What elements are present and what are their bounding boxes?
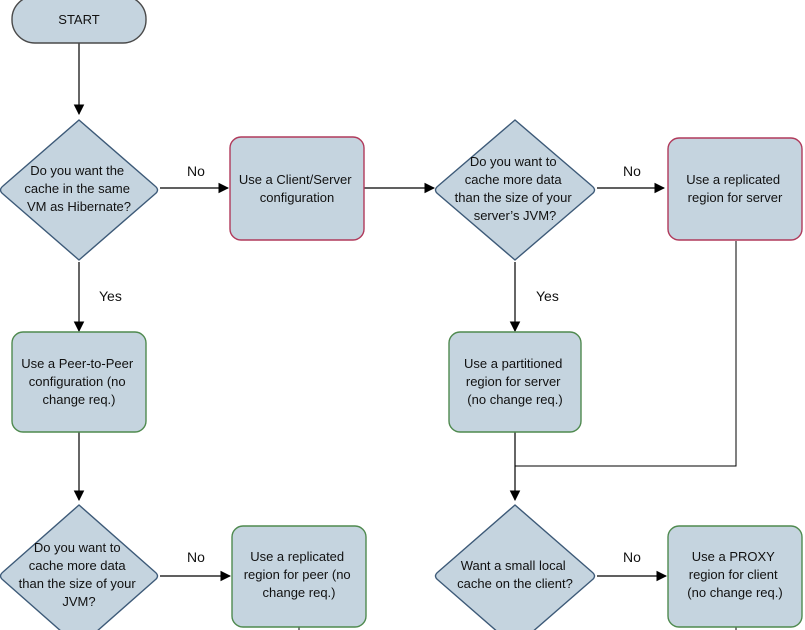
edge-label-no-1: No [187,163,205,179]
edge-label-yes-2: Yes [536,288,559,304]
svg-text:Do you want to cache mor: Do you want to cache more data than the … [19,540,140,609]
svg-text:Use a Peer-to-Peer confi: Use a Peer-to-Peer configuration (no cha… [21,356,137,407]
edge-label-no-2: No [623,163,641,179]
svg-text:Do you want the cache in: Do you want the cache in the same VM as … [24,163,133,214]
box-client-server: Use a Client/Server configuration [229,136,365,241]
decision-server-jvm-line-4: server’s JVM? [474,208,557,223]
box-replicated-server: Use a replicated region for server [667,137,803,241]
box-proxy-client-line-1: Use a PROXY [692,549,775,564]
decision-server-jvm: Do you want to cache more data than the … [434,119,596,261]
svg-text:Use a Client/Server conf: Use a Client/Server configuration [239,172,355,205]
box-peer-to-peer: Use a Peer-to-Peer configuration (no cha… [11,331,147,433]
decision-jvm-line-1: Do you want to [34,540,121,555]
box-client-server-line-2: configuration [260,190,334,205]
box-proxy-client-line-2: region for client [689,567,778,582]
decision-local-cache-line-1: Want a small local [461,558,566,573]
box-peer-to-peer-line-3: change req.) [43,392,116,407]
decision-hibernate-line-2: cache in the same [24,181,130,196]
svg-text:Want a small local cache: Want a small local cache on the client? [457,558,573,591]
box-partitioned-server-line-1: Use a partitioned [464,356,562,371]
start-label: START [58,12,99,27]
start-terminator: START [11,0,147,44]
svg-text:Use a replicated region: Use a replicated region for peer (no cha… [244,549,355,600]
decision-server-jvm-line-2: cache more data [465,172,563,187]
decision-jvm: Do you want to cache more data than the … [0,504,159,630]
decision-hibernate-line-3: VM as Hibernate? [27,199,131,214]
svg-text:Use a partitioned region: Use a partitioned region for server (no … [464,356,566,407]
box-peer-to-peer-line-1: Use a Peer-to-Peer [21,356,134,371]
decision-server-jvm-line-3: than the size of your [455,190,573,205]
box-replicated-peer-line-2: region for peer (no [244,567,351,582]
box-partitioned-server: Use a partitioned region for server (no … [448,331,582,433]
box-replicated-peer-line-1: Use a replicated [250,549,344,564]
decision-jvm-line-2: cache more data [29,558,127,573]
svg-text:Use a replicated region: Use a replicated region for server [686,172,784,205]
box-replicated-server-line-2: region for server [688,190,783,205]
box-replicated-peer-line-3: change req.) [263,585,336,600]
box-replicated-peer: Use a replicated region for peer (no cha… [231,525,367,628]
edge-label-no-3: No [187,549,205,565]
svg-text:Use a PROXY region for c: Use a PROXY region for client (no change… [687,549,782,600]
box-peer-to-peer-line-2: configuration (no [29,374,126,389]
svg-text:Do you want to cache mor: Do you want to cache more data than the … [455,154,576,223]
connector-replicated-server-to-merge [515,241,737,467]
decision-hibernate: Do you want the cache in the same VM as … [0,119,159,261]
edge-label-no-4: No [623,549,641,565]
box-proxy-client: Use a PROXY region for client (no change… [667,525,803,628]
decision-jvm-line-4: JVM? [62,594,95,609]
decision-local-cache-line-2: cache on the client? [457,576,573,591]
box-replicated-server-line-1: Use a replicated [686,172,780,187]
box-partitioned-server-line-3: (no change req.) [467,392,562,407]
connectors [73,42,737,630]
box-proxy-client-line-3: (no change req.) [687,585,782,600]
box-partitioned-server-line-2: region for server [466,374,561,389]
decision-jvm-line-3: than the size of your [19,576,137,591]
decision-hibernate-line-1: Do you want the [30,163,124,178]
decision-server-jvm-line-1: Do you want to [470,154,557,169]
decision-local-cache: Want a small local cache on the client? [434,504,596,630]
edge-label-yes-1: Yes [99,288,122,304]
box-client-server-line-1: Use a Client/Server [239,172,352,187]
